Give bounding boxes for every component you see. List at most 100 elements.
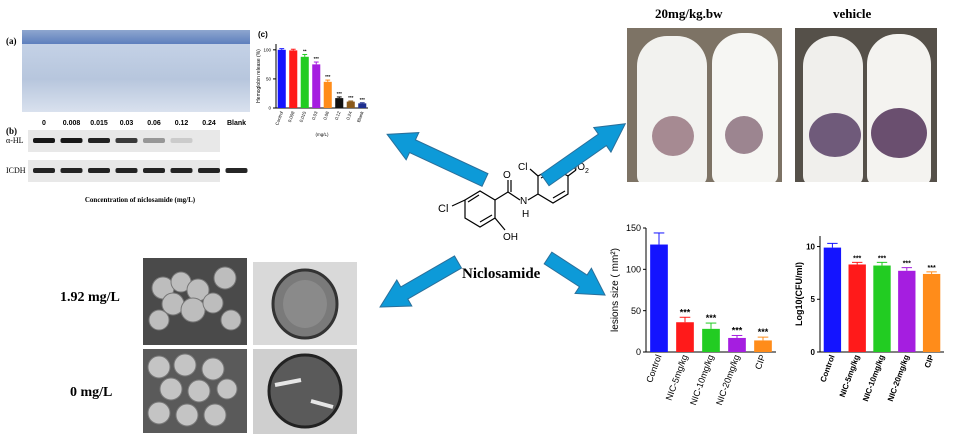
bar [277,49,286,108]
blot-lane-label: 0.24 [202,120,216,127]
bar [358,103,367,108]
y-tick-label: 0 [636,347,641,357]
x-tick-label: 0.24 [345,110,353,120]
blot-band-icdh [198,168,220,173]
bar [728,337,746,352]
significance-marker: *** [337,91,343,96]
bar [823,247,842,352]
blot-band-icdh [225,168,248,173]
bar [346,101,355,108]
blot-band-alpha-hl [143,138,165,143]
mouse-photo-treated [627,28,782,182]
significance-marker: *** [706,313,717,323]
significance-marker: *** [758,327,769,337]
bar [289,50,298,108]
sem-label-top: 1.92 mg/L [60,290,120,305]
mice-vehicle-label: vehicle [833,6,872,21]
significance-marker: *** [360,97,366,102]
x-tick-label: NIC-10mg/kg [688,353,716,406]
blot-band-alpha-hl [88,138,110,143]
blot-lane-label: 0.03 [120,120,134,127]
sem-label-bottom: 0 mg/L [70,385,113,400]
y-tick-label: 10 [806,242,815,251]
lesion-spot [809,113,861,157]
blot-band-icdh [143,168,165,173]
panel-b-label: (b) [6,126,17,136]
atom-cl-left: Cl [438,203,448,215]
bar [335,98,344,108]
y-axis-label: Hemoglobin release (%) [256,49,262,103]
mice-treated-label: 20mg/kg.bw [655,6,723,21]
y-tick-label: 0 [811,348,816,357]
bar [922,273,941,352]
y-tick-label: 150 [626,223,641,233]
significance-marker: *** [903,261,911,268]
atom-cl-right: Cl [518,162,527,173]
tubes-rack [22,30,250,44]
x-tick-label: NIC-20mg/kg [714,353,742,406]
arrow-up-right [540,123,627,187]
y-tick-label: 100 [263,47,271,52]
sem-image-treated [143,258,247,345]
x-tick-label: 0.015 [298,110,307,123]
y-axis-label: lesions size ( mm²) [610,248,621,332]
blot-lane-label: 0.06 [147,120,161,127]
bar [312,64,321,108]
significance-marker: ** [303,48,307,53]
bar [754,340,772,352]
significance-marker: *** [680,307,691,317]
blot-lane-label: 0.12 [175,120,189,127]
x-tick-label: CIP [923,353,936,369]
blot-band-icdh [88,168,110,173]
tubes-photo [22,30,250,112]
tem-image-treated [253,262,357,345]
blot-band-icdh [115,168,138,173]
blot-lane-label: 0 [42,120,46,127]
y-tick-label: 0 [268,106,271,111]
significance-marker: *** [325,74,331,79]
x-tick-label: Control [644,353,663,384]
x-axis-label: (mg/L) [315,132,329,137]
significance-marker: *** [878,255,886,262]
molecule-svg: Cl O N H OH Cl NO2 [438,162,589,243]
blot-band-icdh [60,168,83,173]
blot-lane-label: 0.008 [63,120,81,127]
atom-h: H [522,209,529,220]
panel-c-label: (c) [258,30,268,39]
lesion-spot [871,108,927,158]
bar [676,322,694,352]
blot-band-alpha-hl [115,138,138,143]
x-tick-label: 0.12 [334,110,342,120]
sem-image-control [143,349,247,433]
bar [300,56,309,108]
panel-a-label: (a) [6,36,17,46]
bar [323,81,332,108]
arrow-down-right [543,251,606,296]
x-tick-label: 0.008 [287,110,296,123]
blot-lane-label: 0.015 [90,120,108,127]
x-tick-label: Control [818,354,836,384]
blot-band-icdh [170,168,193,173]
blot-band-alpha-hl [33,138,55,143]
lesion-spot [652,116,694,156]
mouse-photo-vehicle [795,28,937,182]
bar [702,328,720,352]
tem-image-control [253,349,357,434]
x-tick-label: 0.06 [322,110,330,120]
arrow-up-left [386,132,489,188]
y-tick-label: 50 [631,306,641,316]
blot-xlabel: Concentration of niclosamide (mg/L) [84,196,196,204]
x-tick-label: NIC-5mg/kg [838,354,862,399]
y-tick-label: 5 [811,295,816,304]
significance-marker: *** [928,265,936,272]
x-tick-label: NIC-20mg/kg [886,354,911,403]
blot-band-alpha-hl [60,138,83,143]
x-tick-label: NIC-10mg/kg [861,354,886,403]
bar [848,264,866,352]
y-tick-label: 50 [266,76,272,81]
